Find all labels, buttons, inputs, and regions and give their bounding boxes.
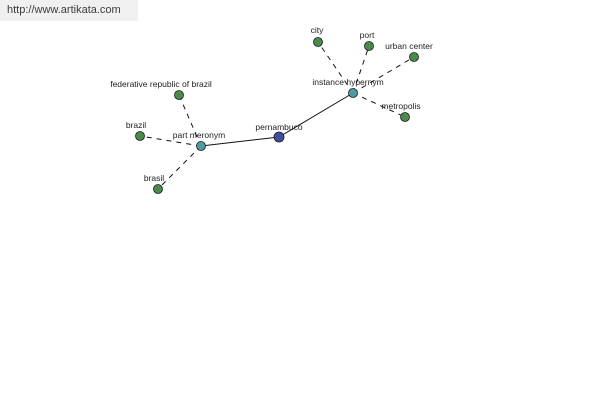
node-label-urban-center[interactable]: urban center: [385, 41, 433, 51]
node-label-brasil[interactable]: brasil: [144, 173, 164, 183]
edge-pernambuco-to-part-meronym: [200, 136, 280, 147]
node-label-port[interactable]: port: [360, 30, 375, 40]
node-city[interactable]: [313, 37, 323, 47]
node-urban-center[interactable]: [409, 52, 419, 62]
edge-part-meronym-to-brazil: [139, 135, 202, 147]
node-instance-hypernym[interactable]: [348, 88, 358, 98]
node-label-metropolis[interactable]: metropolis: [381, 101, 420, 111]
edge-instance-hypernym-to-port: [352, 45, 370, 94]
node-brasil[interactable]: [153, 184, 163, 194]
node-brazil[interactable]: [135, 131, 145, 141]
node-label-federative-republic-of-brazil[interactable]: federative republic of brazil: [110, 79, 212, 89]
node-label-pernambuco[interactable]: pernambuco: [255, 122, 303, 132]
nodes-layer: [135, 37, 419, 194]
node-label-instance-hypernym[interactable]: instance hypernym: [312, 77, 383, 87]
edge-instance-hypernym-to-urban-center: [352, 56, 415, 94]
node-label-part-meronym[interactable]: part meronym: [173, 130, 225, 140]
node-part-meronym[interactable]: [196, 141, 206, 151]
node-metropolis[interactable]: [400, 112, 410, 122]
edge-instance-hypernym-to-city: [317, 41, 354, 94]
node-label-city[interactable]: city: [311, 25, 325, 35]
source-url-text: http://www.artikata.com: [7, 4, 121, 16]
node-federative-republic-of-brazil[interactable]: [174, 90, 184, 100]
node-port[interactable]: [364, 41, 374, 51]
node-label-brazil[interactable]: brazil: [126, 120, 146, 130]
edges-layer: [139, 41, 415, 190]
edge-pernambuco-to-instance-hypernym: [278, 92, 354, 138]
labels-layer: pernambuco part meronym instance hypernym f…: [110, 25, 433, 183]
source-url-banner: http://www.artikata.com: [0, 0, 138, 21]
edge-part-meronym-to-brasil: [157, 145, 202, 190]
node-pernambuco[interactable]: [273, 131, 285, 143]
